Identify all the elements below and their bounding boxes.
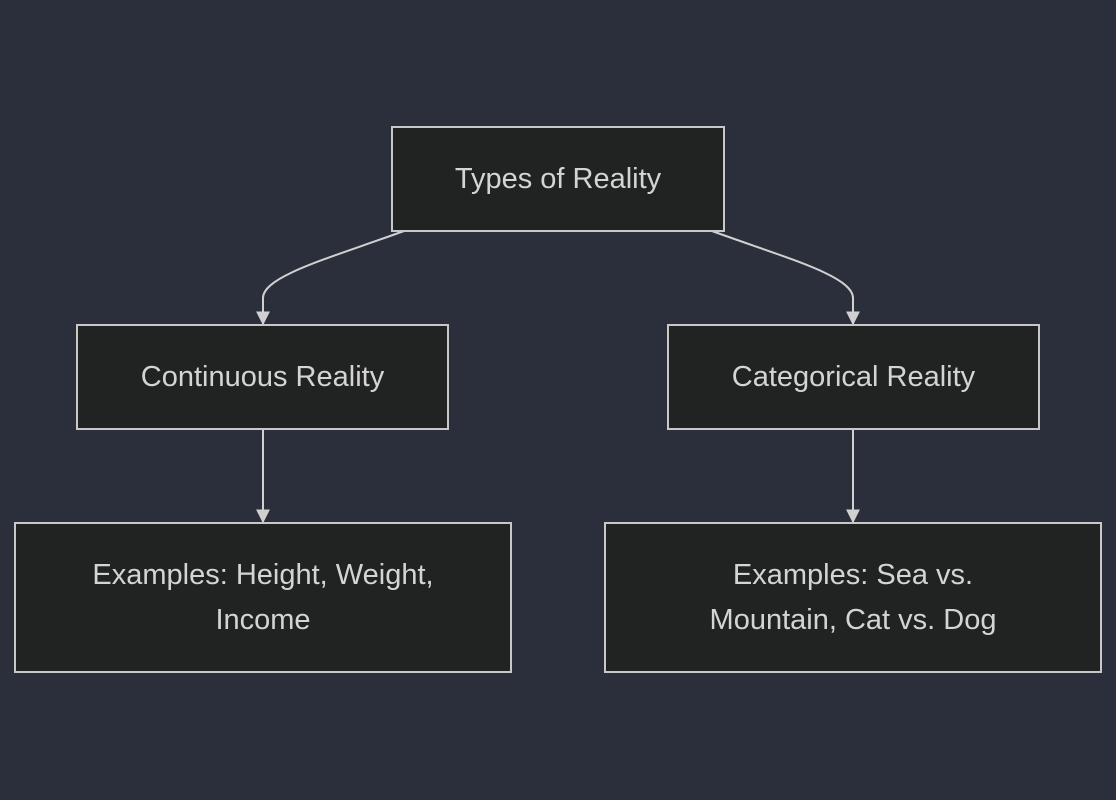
node-types-of-reality: Types of Reality (391, 126, 725, 232)
node-categorical-reality: Categorical Reality (667, 324, 1040, 430)
node-continuous-examples: Examples: Height, Weight, Income (14, 522, 512, 673)
node-label: Categorical Reality (731, 360, 976, 393)
node-label: Types of Reality (454, 162, 662, 195)
node-label: Examples: Height, Weight, Income (92, 558, 434, 636)
node-label: Examples: Sea vs. Mountain, Cat vs. Dog (709, 558, 997, 636)
edge-root-to-categorical (711, 230, 860, 326)
edge-root-to-continuous (256, 230, 405, 326)
node-categorical-examples: Examples: Sea vs. Mountain, Cat vs. Dog (604, 522, 1102, 673)
node-label: Continuous Reality (140, 360, 385, 393)
node-continuous-reality: Continuous Reality (76, 324, 449, 430)
